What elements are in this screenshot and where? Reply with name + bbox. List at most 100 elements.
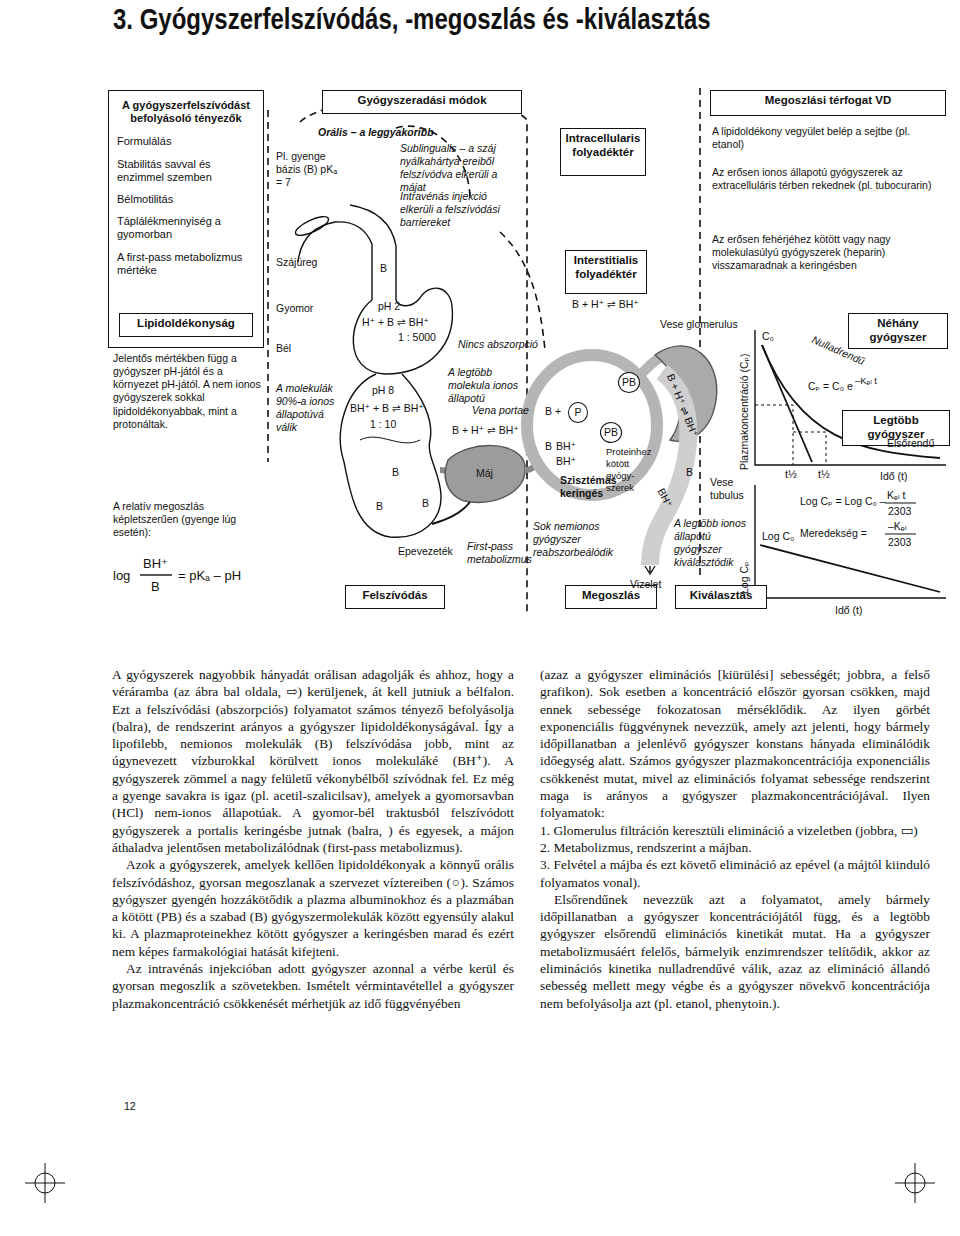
diagram-label: Az erősen ionos állapotú gyógyszerek az … (712, 166, 944, 192)
body-paragraph: Elsőrendűnek nevezzük azt a folyamatot, … (540, 891, 930, 1012)
diagram-label: First-pass metabolizmus (467, 540, 529, 566)
diagram-label: Intravénás injekció elkerüli a felszívód… (400, 190, 512, 229)
diagram-label: BH⁺ (556, 440, 576, 453)
diagram-label: Sok nemionos gyógyszer reabszorbeálódik (533, 520, 645, 559)
page-title: 3. Gyógyszerfelszívódás, -megoszlás és -… (113, 2, 711, 36)
molecule-circle: PB (618, 372, 640, 393)
factor-item: Stabilitás savval és enzimmel szemben (117, 158, 255, 184)
diagram-label: Vese tubulus (710, 476, 754, 502)
box-title: Interstitialis folyadéktér (570, 254, 642, 282)
heading-box: Gyógyszeradási módok (322, 90, 522, 114)
diagram-label: B (376, 500, 383, 513)
diagram-label: Vizelet (630, 578, 661, 591)
body-paragraph: 3. Felvétel a májba és ezt követő elimin… (540, 856, 930, 891)
diagram-label: t½ (818, 468, 830, 481)
body-paragraph: Az intravénás injekcióban adott gyógysze… (112, 960, 514, 1012)
heading-box: Interstitialis folyadéktér (565, 250, 647, 294)
heading-box: Kiválasztás (675, 585, 767, 609)
diagram-label: Pl. gyenge bázis (B) pKₐ = 7 (276, 150, 338, 189)
diagram-label: Kₑₗ t (887, 489, 905, 502)
diagram-label: Elsőrendű (887, 437, 934, 450)
diagram-label: Bél (276, 342, 291, 355)
box-title: Megoszlás (570, 589, 652, 603)
diagram-label: Vena portae (472, 404, 529, 417)
box-title: Gyógyszeradási módok (327, 94, 517, 108)
factor-item: Formulálás (117, 135, 255, 148)
diagram-label: H⁺ + B ⇌ BH⁺ (362, 316, 429, 329)
diagram-label: Log Cₚ (738, 561, 751, 594)
heading-box: Lipidoldékonyság (119, 313, 253, 337)
diagram-label: B + H⁺ ⇌ BH⁺ (572, 298, 639, 311)
diagram-label: B (422, 497, 429, 510)
diagram-label: Az erősen fehérjéhez kötött vagy nagy mo… (712, 233, 944, 272)
diagram-label: B + H⁺ ⇌ BH⁺ (452, 424, 519, 437)
diagram-label: BH⁺ + B ⇌ BH⁺ (350, 402, 424, 415)
diagram-label: 2303 (888, 536, 911, 549)
diagram-label: –Kₑₗ (888, 520, 907, 533)
diagram-label: Máj (476, 467, 493, 480)
diagram-label: C₀ (762, 330, 774, 343)
diagram-label: –Kₑₗ t (855, 375, 877, 387)
body-paragraph: A gyógyszerek nagyobbik hányadát orálisa… (112, 666, 514, 856)
box-title: Néhány gyógyszer (853, 317, 943, 345)
diagram-label: A legtöbb molekula ionos állapotú (448, 366, 532, 405)
diagram-label: Orális – a leggyakoribb (318, 126, 434, 139)
diagram-label: Plazmakoncentráció (Cₚ) (738, 353, 751, 470)
molecule-circle: P (568, 402, 588, 423)
diagram-label: = pKₐ – pH (178, 568, 241, 584)
diagram-label: Sublingualis – a száj nyálkahártya ereib… (400, 142, 512, 195)
diagram-label: B (380, 262, 387, 275)
box-heading: A gyógyszerfelszívódást befolyásoló tény… (117, 99, 255, 125)
heading-box: Néhány gyógyszer (848, 313, 948, 349)
factor-item: Táplálékmennyiség a gyomorban (117, 215, 255, 241)
diagram-label: Gyomor (276, 302, 313, 315)
body-paragraph: 2. Metabolizmus, rendszerint a májban. (540, 839, 930, 856)
heading-box: Felszívódás (345, 585, 445, 609)
molecule-circle: PB (600, 422, 622, 443)
heading-box: Megoszlási térfogat VD (710, 90, 946, 116)
box-title: Intracellularis folyadéktér (565, 132, 641, 160)
diagram-label: Idő (t) (880, 470, 907, 483)
diagram-label: B (686, 466, 693, 479)
diagram-label: B (151, 579, 160, 595)
diagram-label: 12 (124, 1100, 136, 1113)
diagram-label: Vese glomerulus (660, 318, 738, 331)
body-paragraph: (azaz a gyógyszer eliminációs [kiürülési… (540, 666, 930, 822)
diagram-label: A relatív megoszlás képletszerűen (gyeng… (113, 500, 263, 539)
diagram-label: A lipidoldékony vegyület belép a sejtbe … (712, 125, 944, 151)
diagram-label: pH 8 (372, 384, 394, 397)
diagram-label: Log C₀ (762, 530, 794, 543)
diagram-label: A molekulák 90%-a ionos állapotúvá válik (276, 382, 342, 435)
factor-item: Bélmotilitás (117, 193, 255, 206)
diagram-label: B (545, 440, 552, 453)
heading-box: Intracellularis folyadéktér (560, 128, 646, 176)
text-column: A gyógyszerek nagyobbik hányadát orálisa… (112, 666, 514, 1012)
diagram-label: 2303 (888, 505, 911, 518)
diagram-label: Nincs abszorpció (458, 338, 538, 351)
diagram-label: BH⁺ (556, 455, 576, 468)
body-paragraph: Azok a gyógyszerek, amelyek kellően lipi… (112, 856, 514, 960)
diagram-label: 1 : 10 (370, 418, 396, 431)
diagram-label: Idő (t) (835, 604, 862, 617)
diagram-label: Proteinhez kötött gyógy-szerek (606, 446, 646, 494)
box-title: Megoszlási térfogat VD (715, 94, 941, 108)
diagram-label: Jelentős mértékben függ a gyógyszer pH-j… (113, 352, 263, 431)
diagram-label: 1 : 5000 (398, 331, 436, 344)
text-column: (azaz a gyógyszer eliminációs [kiürülési… (540, 666, 930, 1012)
diagram-label: log (113, 568, 130, 584)
factor-item: A first-pass metabolizmus mértéke (117, 251, 255, 277)
diagram-label: pH 2 (378, 300, 400, 313)
diagram-label: BH⁺ (143, 556, 168, 572)
box-title: Lipidoldékonyság (124, 317, 248, 331)
diagram-label: Cₚ = C₀ e (808, 380, 853, 393)
diagram-label: Szisztémás keringés (560, 474, 632, 500)
diagram-label: Log Cₚ = Log C₀ – (800, 495, 886, 508)
factor-box: A gyógyszerfelszívódást befolyásoló tény… (108, 90, 264, 348)
diagram-label: B (392, 466, 399, 479)
diagram-label: Meredekség = (800, 527, 867, 540)
diagram-label: t½ (785, 468, 797, 481)
diagram-label: B + (545, 405, 561, 418)
diagram-label: Szájüreg (276, 256, 317, 269)
diagram-label: Epevezeték (398, 545, 453, 558)
